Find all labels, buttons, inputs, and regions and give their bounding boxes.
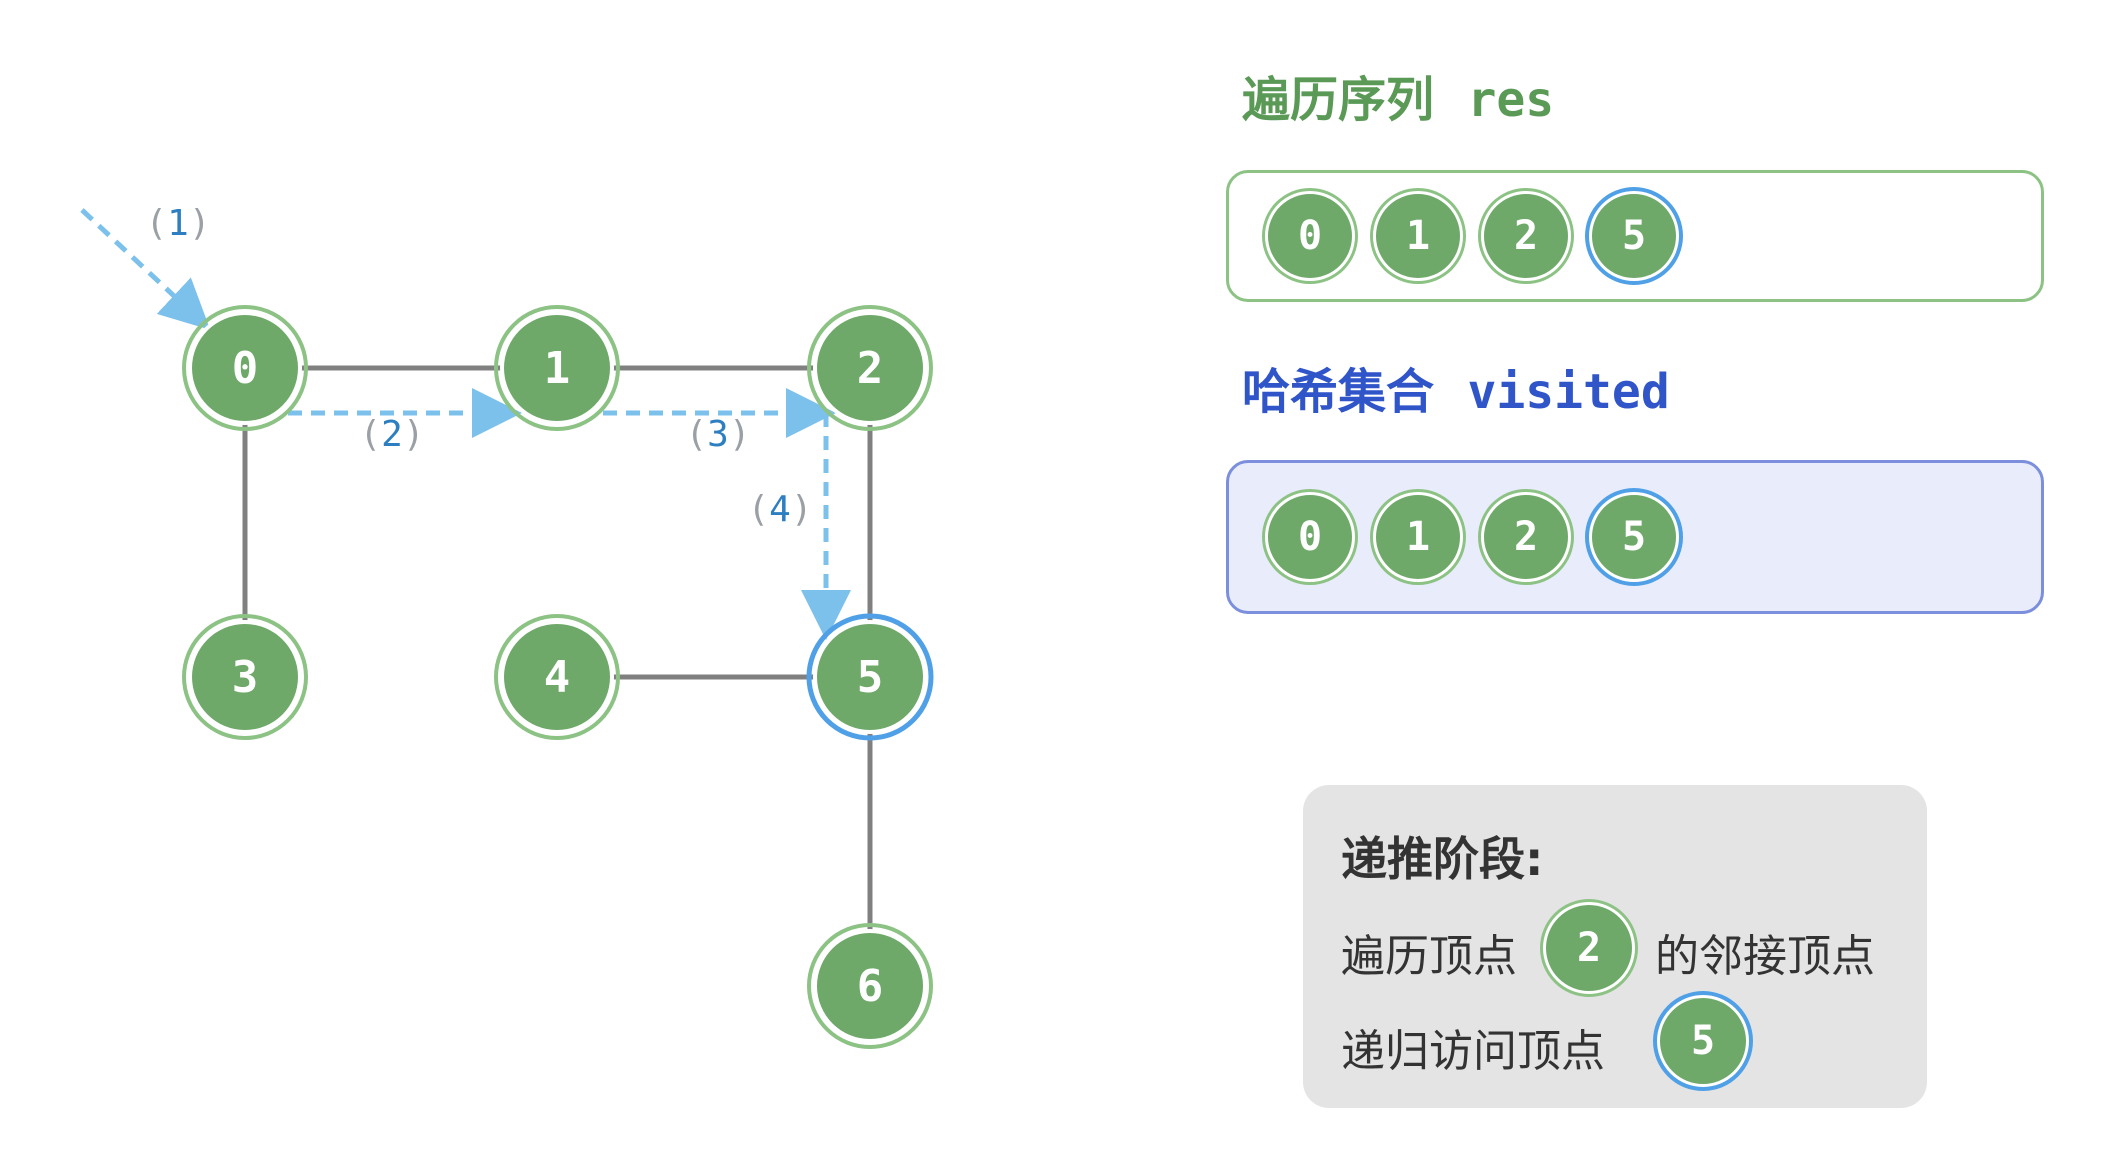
step-line1-suffix: 的邻接顶点 — [1655, 931, 1875, 982]
vertex-4: 4 — [494, 614, 620, 740]
res-item-0: 0 — [1265, 191, 1355, 281]
traversal-step-label-4: (4) — [747, 489, 812, 530]
vertex-1: 1 — [494, 305, 620, 431]
graph-vertices: 0 1 2 3 4 5 6 — [182, 305, 934, 1049]
step-line2-vertex-chip: 5 — [1657, 995, 1749, 1087]
vertex-label-0: 0 — [232, 343, 259, 394]
traversal-step-label-1: (1) — [145, 203, 210, 244]
visited-title: 哈希集合 visited — [1242, 352, 1670, 422]
step-panel-title: 递推阶段: — [1341, 832, 1544, 886]
step-line1-prefix: 遍历顶点 — [1341, 931, 1517, 982]
vertex-5: 5 — [806, 613, 934, 741]
visited-title-cn: 哈希集合 — [1242, 364, 1435, 420]
res-title-code: res — [1467, 72, 1555, 128]
traversal-step-labels: (1) (2) (3) (4) — [145, 203, 812, 530]
visited-title-code: visited — [1467, 364, 1670, 420]
graph-diagram: 0 1 2 3 4 5 6 (1) (2) (3) (4) — [80, 203, 934, 1049]
traversal-arrows — [80, 208, 851, 640]
visited-item-1: 1 — [1373, 492, 1463, 582]
vertex-label-6: 6 — [857, 961, 884, 1012]
step-panel: 递推阶段: 遍历顶点 2 的邻接顶点 递归访问顶点 5 — [1303, 785, 1927, 1108]
vertex-label-2: 2 — [857, 343, 884, 394]
visited-item-5: 5 — [1589, 492, 1679, 582]
traversal-arrow-1 — [80, 208, 211, 330]
res-item-2: 2 — [1481, 191, 1571, 281]
vertex-label-4: 4 — [544, 652, 571, 703]
res-title-cn: 遍历序列 — [1242, 72, 1435, 128]
step-line1-vertex-chip: 2 — [1543, 902, 1635, 994]
res-item-1: 1 — [1373, 191, 1463, 281]
res-item-5: 5 — [1589, 191, 1679, 281]
traversal-step-label-3: (3) — [685, 414, 750, 455]
vertex-0: 0 — [182, 305, 308, 431]
visited-item-2: 2 — [1481, 492, 1571, 582]
step-line2-prefix: 递归访问顶点 — [1341, 1026, 1605, 1077]
res-title: 遍历序列 res — [1242, 60, 1554, 130]
traversal-step-label-2: (2) — [359, 414, 424, 455]
vertex-3: 3 — [182, 614, 308, 740]
vertex-label-3: 3 — [232, 652, 259, 703]
vertex-2: 2 — [807, 305, 933, 431]
visited-item-0: 0 — [1265, 492, 1355, 582]
vertex-label-5: 5 — [857, 652, 884, 703]
vertex-label-1: 1 — [544, 343, 571, 394]
vertex-6: 6 — [807, 923, 933, 1049]
